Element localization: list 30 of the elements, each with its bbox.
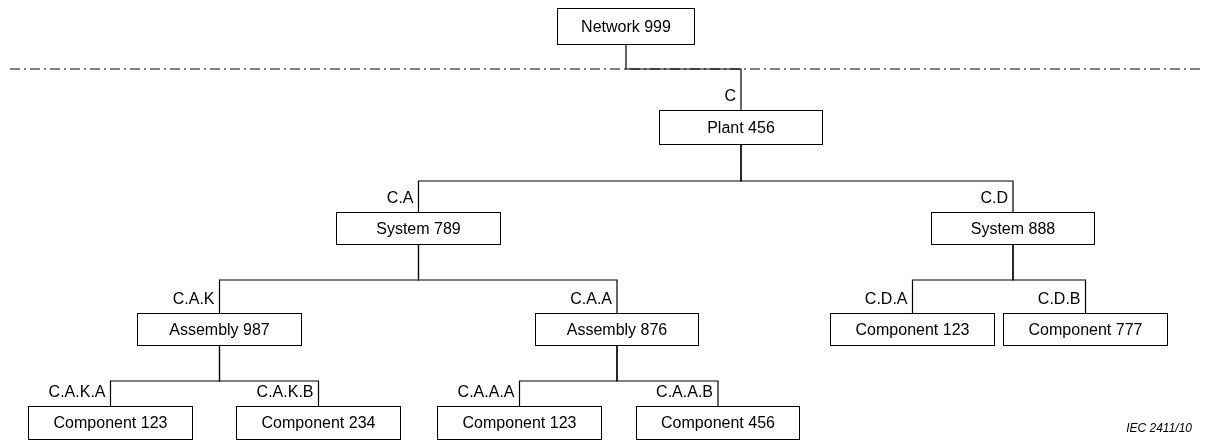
hierarchy-box: Component 777 bbox=[1003, 313, 1168, 346]
connector-line bbox=[417, 244, 618, 314]
hierarchy-box: Assembly 876 bbox=[535, 313, 699, 346]
hierarchy-box: Network 999 bbox=[557, 8, 695, 45]
hierarchy-box: System 789 bbox=[336, 212, 501, 245]
designation-code: C.D.A bbox=[864, 291, 908, 307]
hierarchy-box: Component 123 bbox=[437, 406, 602, 440]
connector-line bbox=[616, 345, 719, 407]
hierarchy-box: Component 123 bbox=[28, 406, 193, 440]
designation-code: C.A.A.A bbox=[457, 384, 515, 400]
connector-line bbox=[625, 44, 742, 111]
hierarchy-box: Plant 456 bbox=[659, 110, 823, 145]
designation-code: C.A.A.B bbox=[656, 384, 713, 400]
designation-code: C.D.B bbox=[1037, 291, 1081, 307]
designation-code: C bbox=[724, 88, 736, 104]
hierarchy-box: System 888 bbox=[931, 212, 1095, 245]
connector-line bbox=[218, 345, 320, 407]
designation-code: C.D bbox=[980, 190, 1008, 206]
designation-code: C.A.A bbox=[570, 291, 612, 307]
hierarchy-box: Component 456 bbox=[636, 406, 800, 440]
connector-line bbox=[1012, 244, 1087, 314]
hierarchy-box: Component 123 bbox=[830, 313, 995, 346]
connector-line bbox=[740, 144, 1014, 213]
hierarchy-box: Component 234 bbox=[236, 406, 401, 440]
designation-code: C.A.K.B bbox=[256, 384, 314, 400]
designation-code: C.A.K bbox=[172, 291, 215, 307]
hierarchy-box: Assembly 987 bbox=[137, 313, 302, 346]
figure-reference: IEC 2411/10 bbox=[1126, 420, 1192, 437]
designation-code: C.A.K.A bbox=[48, 384, 106, 400]
designation-code: C.A bbox=[386, 190, 414, 206]
